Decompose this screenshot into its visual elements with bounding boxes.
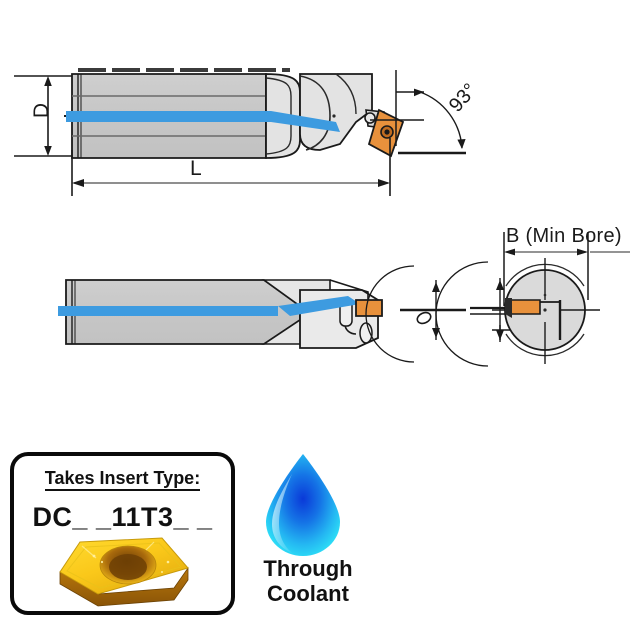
insert-type-heading-text: Takes Insert Type: [44,468,201,491]
through-coolant-callout: Through Coolant [238,452,378,622]
insert-type-callout-box: Takes Insert Type: DC_ _11T3_ _ [10,452,235,615]
min-bore-label: B (Min Bore) [506,225,622,247]
boring-head [299,73,373,151]
insert-type-code: DC_ _11T3_ _ [32,502,213,532]
diameter-arrow-up [44,76,52,86]
coolant-line-2: Coolant [267,580,349,606]
length-arrow-left [72,179,84,187]
length-dimension [71,138,391,196]
minbore-arrow-right [577,248,588,256]
water-droplet-icon [266,454,340,556]
cutting-insert-rotated-view [355,299,383,317]
coolant-channel-exit [271,111,340,132]
angle-arrow-start [414,88,424,97]
lead-angle-construction [370,70,466,155]
diameter-arrow-down [44,146,52,156]
insert-type-heading: Takes Insert Type: [14,468,231,491]
min-bore-dimension [503,232,630,306]
angle-symbol-left [365,265,466,363]
coolant-line-1: Through [263,556,353,581]
diameter-label: D [30,102,54,119]
top-view-group [14,68,466,196]
coolant-channel-rotated [58,306,278,316]
bottom-view-group [58,232,630,367]
through-coolant-caption: Through Coolant [238,556,378,606]
diameter-dimension [14,75,72,157]
coolant-channel-main [66,111,271,122]
cutting-insert-bore-view [508,299,541,315]
angle-arrow-end [457,139,466,149]
length-label: L [190,157,202,180]
length-arrow-right [378,179,390,187]
rhombic-insert-icon [59,537,189,607]
min-bore-end-view [492,258,600,364]
minbore-arrow-left [504,248,515,256]
